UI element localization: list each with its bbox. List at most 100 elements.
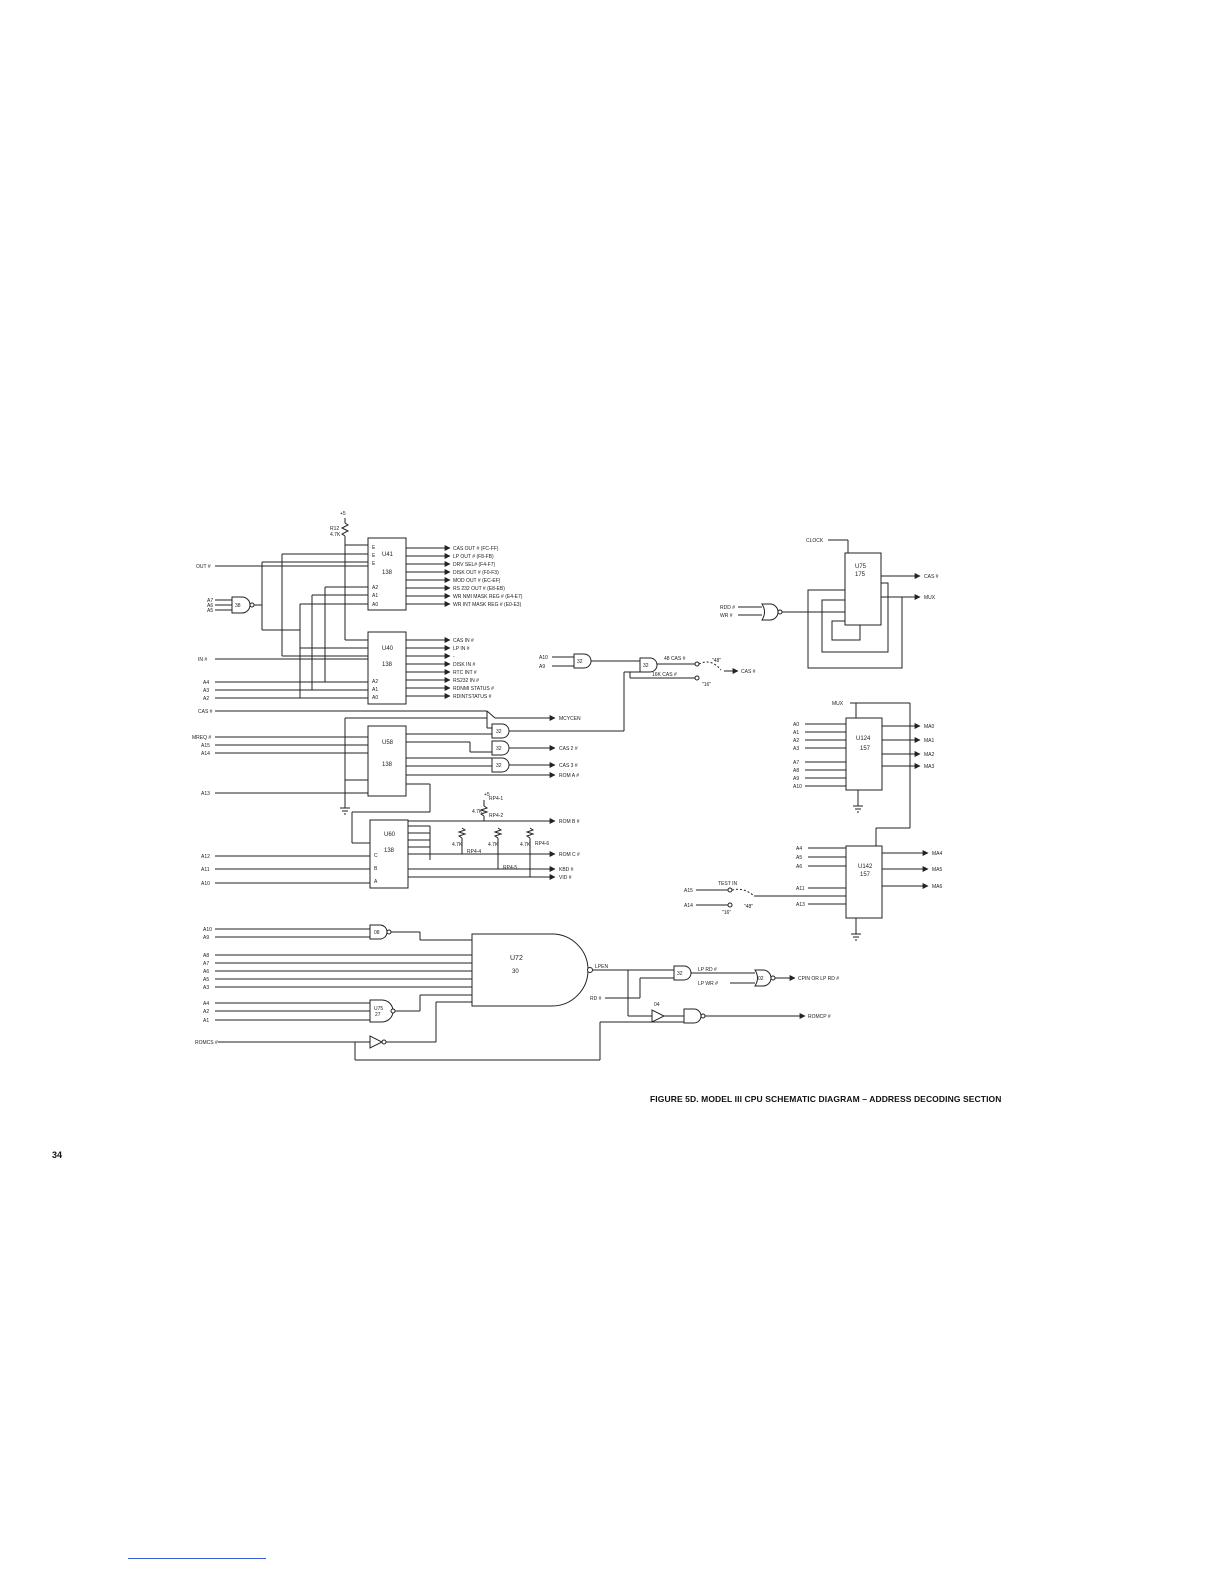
jumper-48: "48" xyxy=(712,658,721,664)
input-out: OUT # xyxy=(196,564,211,570)
input-a12: A12 xyxy=(201,854,210,860)
figure-caption: FIGURE 5D. MODEL III CPU SCHEMATIC DIAGR… xyxy=(650,1094,1002,1104)
u142-a4: A4 xyxy=(796,846,802,852)
u124-a1: A1 xyxy=(793,730,799,736)
input-a3: A3 xyxy=(203,688,209,694)
lower-a4: A4 xyxy=(203,1001,209,1007)
chip-u124: MUX U124 157 xyxy=(832,701,911,850)
gate-08-label: 08 xyxy=(374,930,380,936)
input-a6: A6 xyxy=(207,603,213,609)
u41-inputs: OUT # A7 A6 A5 38 xyxy=(196,544,368,657)
gate-02-label: 02 xyxy=(758,976,764,982)
chip-u40: U40 138 A2 A1 A0 xyxy=(367,631,407,705)
u58-ref: U58 xyxy=(382,740,394,746)
u40-out-0: CAS IN # xyxy=(453,638,474,644)
sig-cpin: CPIN OR LP RD # xyxy=(798,976,839,982)
chip-u142: U142 157 xyxy=(845,845,883,941)
sig-ma6: MA6 xyxy=(932,884,943,890)
u40-inputs: IN # A4 A3 A2 xyxy=(198,587,368,702)
u142-j48: "48" xyxy=(744,904,753,910)
u142-a15: A15 xyxy=(684,888,693,894)
sig-mcycen: MCYCEN xyxy=(559,716,581,722)
sig-kbd: KBD # xyxy=(559,867,574,873)
input-a15: A15 xyxy=(201,743,210,749)
lower-a3: A3 xyxy=(203,985,209,991)
svg-text:A: A xyxy=(374,879,378,885)
u124-a7: A7 xyxy=(793,760,799,766)
chip-u41: U41 138 E E E A2 A1 A0 xyxy=(367,537,407,611)
u41-out-7: WR INT MASK REG # (E0-E3) xyxy=(453,602,522,608)
r12-value: 4.7K xyxy=(330,532,341,538)
sig-ma1: MA1 xyxy=(924,738,935,744)
sig-lpen: LPEN xyxy=(595,964,608,970)
sig-clock: CLOCK xyxy=(806,538,824,544)
r47k-b: 4.7K xyxy=(488,842,499,848)
input-a13: A13 xyxy=(201,791,210,797)
svg-text:A2: A2 xyxy=(372,679,378,685)
sig-test-in: TEST IN xyxy=(718,881,737,887)
u142-a11: A11 xyxy=(796,886,805,892)
sig-ma2: MA2 xyxy=(924,752,935,758)
u124-a3: A3 xyxy=(793,746,799,752)
u72-ref: U72 xyxy=(510,955,523,962)
sig-ma4: MA4 xyxy=(932,851,943,857)
u124-a9: A9 xyxy=(793,776,799,782)
u124-mux: MUX xyxy=(832,701,844,707)
u142-ref: U142 xyxy=(858,864,873,870)
svg-text:A1: A1 xyxy=(372,593,378,599)
r47k-c: 4.7K xyxy=(520,842,531,848)
input-cas: CAS # xyxy=(198,709,213,715)
gate-32f-label: 32 xyxy=(677,971,683,977)
u72-inputs: A10 A9 08 A8 A7 A6 A5 A3 A4 A2 A1 U75 27… xyxy=(195,924,600,1061)
gate-04-label: 04 xyxy=(654,1002,660,1008)
lower-a8: A8 xyxy=(203,953,209,959)
sig-lpwr: LP WR # xyxy=(698,981,718,987)
u58-type: 138 xyxy=(382,762,393,768)
u41-ref: U41 xyxy=(382,552,394,558)
pullup-r12: +5 R12 4.7K xyxy=(330,511,350,545)
sig-cas2: CAS 2 # xyxy=(559,746,578,752)
gate-27-label: 27 xyxy=(375,1012,381,1018)
svg-text:C: C xyxy=(374,853,378,859)
input-a2: A2 xyxy=(203,696,209,702)
lower-a5: A5 xyxy=(203,977,209,983)
u124-outputs: MA0 MA1 MA2 MA3 xyxy=(882,723,935,770)
u124-type: 157 xyxy=(860,746,871,752)
r47k-a: 4.7K xyxy=(452,842,463,848)
sig-roma: ROM A # xyxy=(559,773,579,779)
u60-ref: U60 xyxy=(384,832,396,838)
u124-a2: A2 xyxy=(793,738,799,744)
u124-ref: U124 xyxy=(856,736,871,742)
input-a7: A7 xyxy=(207,598,213,604)
gate-32a-label: 32 xyxy=(496,729,502,735)
u60-outputs: ROM B # ROM C # KBD # VID # +5 RP4-1 4.7… xyxy=(408,792,580,881)
sig-rd: RD # xyxy=(590,996,602,1002)
u41-out-6: WR NMI MASK REG # (E4-E7) xyxy=(453,594,523,600)
gate-u75-label: U75 xyxy=(374,1006,383,1012)
sig-a9: A9 xyxy=(539,664,545,670)
footer-rule xyxy=(128,1558,266,1559)
u60-inputs: A12 A11 A10 xyxy=(201,854,370,887)
u124-a0: A0 xyxy=(793,722,799,728)
u124-a10: A10 xyxy=(793,784,802,790)
rp46-label: RP4-6 xyxy=(535,841,549,847)
jumper-16: "16" xyxy=(702,682,711,688)
u124-inputs: A0 A1 A2 A3 A7 A8 A9 A10 xyxy=(793,722,846,790)
input-a10: A10 xyxy=(201,881,210,887)
lower-a6: A6 xyxy=(203,969,209,975)
sig-a10: A10 xyxy=(539,655,548,661)
rp44-label: RP4-4 xyxy=(467,849,481,855)
sig-cas-out: CAS # xyxy=(741,669,756,675)
sig-cas-right: CAS # xyxy=(924,574,939,580)
u41-out-1: LP OUT # (F8-FB) xyxy=(453,554,494,560)
u40-out-3: DISK IN # xyxy=(453,662,475,668)
chip-u75: CLOCK U75 175 CAS # MUX RDD # WR # xyxy=(720,538,939,669)
input-a5: A5 xyxy=(207,608,213,614)
chip-u72: U72 30 xyxy=(471,933,593,1007)
u40-out-4: RTC INT # xyxy=(453,670,477,676)
u40-out-7: RDINTSTATUS # xyxy=(453,694,492,700)
u40-out-6: RDNMI STATUS # xyxy=(453,686,494,692)
sig-cas3: CAS 3 # xyxy=(559,763,578,769)
sig-ma5: MA5 xyxy=(932,867,943,873)
rp45-label: RP4-5 xyxy=(503,865,517,871)
